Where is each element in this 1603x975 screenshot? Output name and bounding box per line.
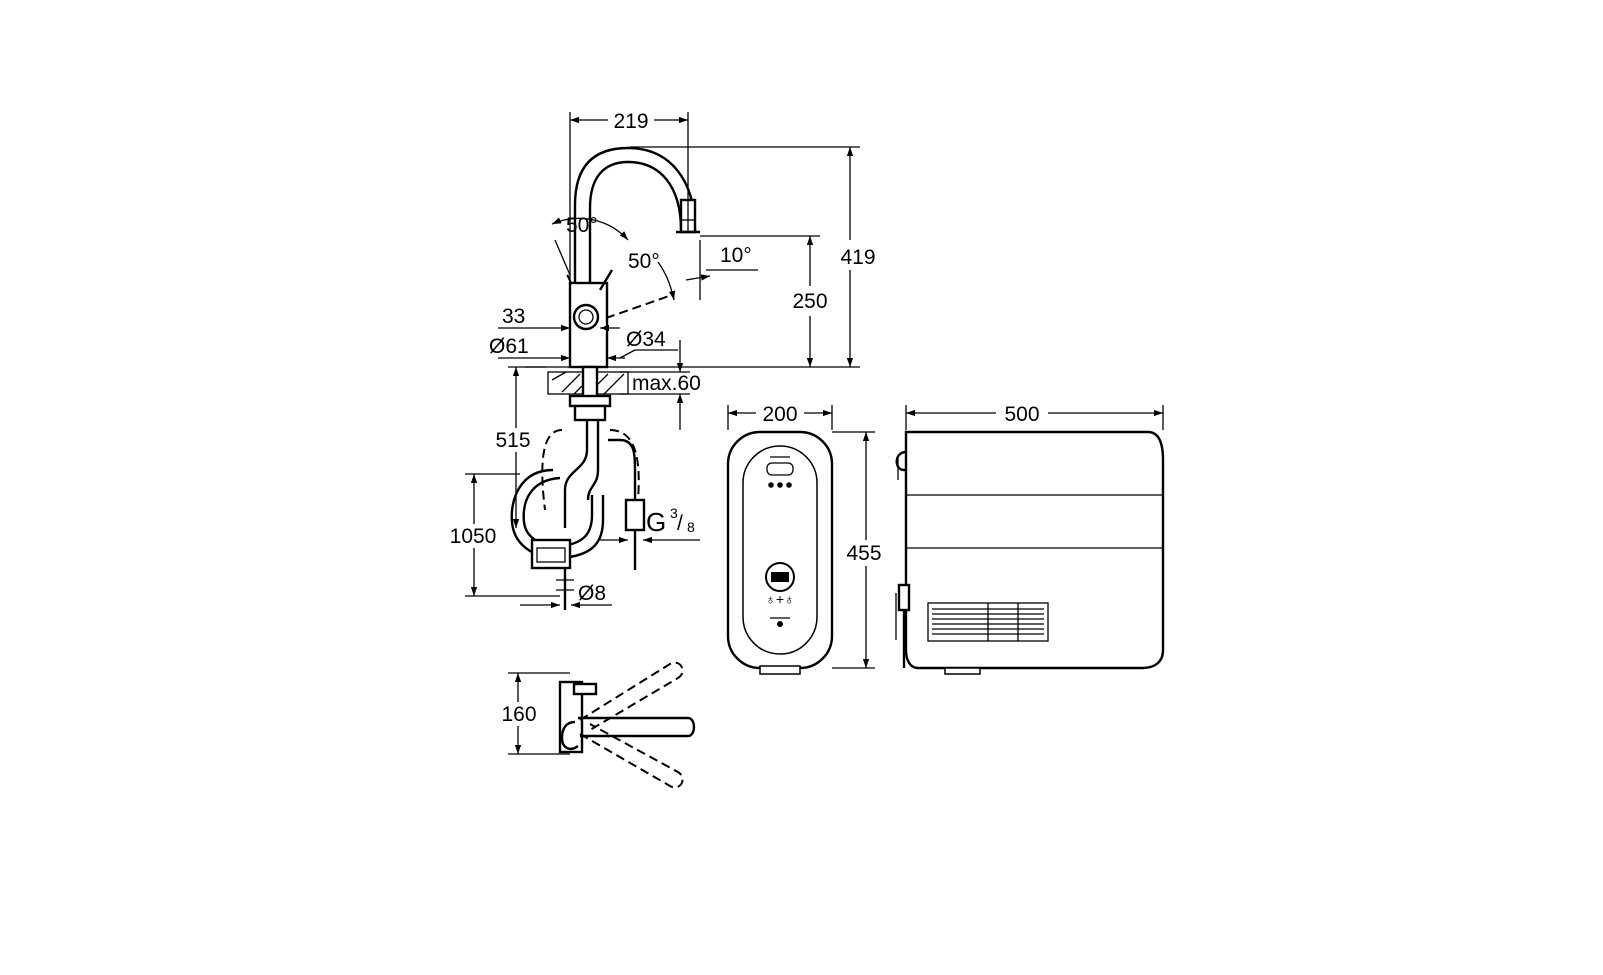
dim-lever-offset: 33 [502, 305, 525, 328]
faucet-top-view [558, 661, 696, 789]
dim-hole-diameter: Ø34 [626, 328, 666, 351]
svg-text:♁+♁: ♁+♁ [765, 591, 794, 607]
dim-connection-slash: / [677, 512, 683, 535]
dim-boiler-width: 200 [762, 403, 797, 426]
boiler-front-view: ♁+♁ [726, 430, 834, 675]
dim-faucet-height: 419 [840, 246, 875, 269]
dim-total-length: 1050 [450, 525, 497, 548]
dim-boiler-height: 455 [846, 542, 881, 565]
faucet-front-view [510, 146, 700, 610]
dim-swivel-depth: 160 [501, 703, 536, 726]
vent-grille-icon [927, 602, 1049, 642]
dim-connection-denominator: 8 [687, 519, 695, 535]
dim-deck-thickness: max.60 [632, 372, 701, 395]
dim-spout-tilt: 10° [720, 244, 752, 267]
dim-lever-angle-top: 50° [566, 214, 598, 237]
boiler-side-view [895, 430, 1165, 675]
dim-lever-angle-side: 50° [628, 250, 660, 273]
dim-hose-length: 515 [495, 429, 530, 452]
dim-spout-height: 250 [792, 290, 827, 313]
dim-base-diameter: Ø61 [489, 335, 529, 358]
dim-connection-thread: G [646, 507, 666, 537]
dim-faucet-width: 219 [613, 110, 648, 133]
dim-boiler-depth: 500 [1004, 403, 1039, 426]
dim-connection-numerator: 3 [670, 505, 678, 521]
dim-pipe-diameter: Ø8 [578, 582, 606, 605]
